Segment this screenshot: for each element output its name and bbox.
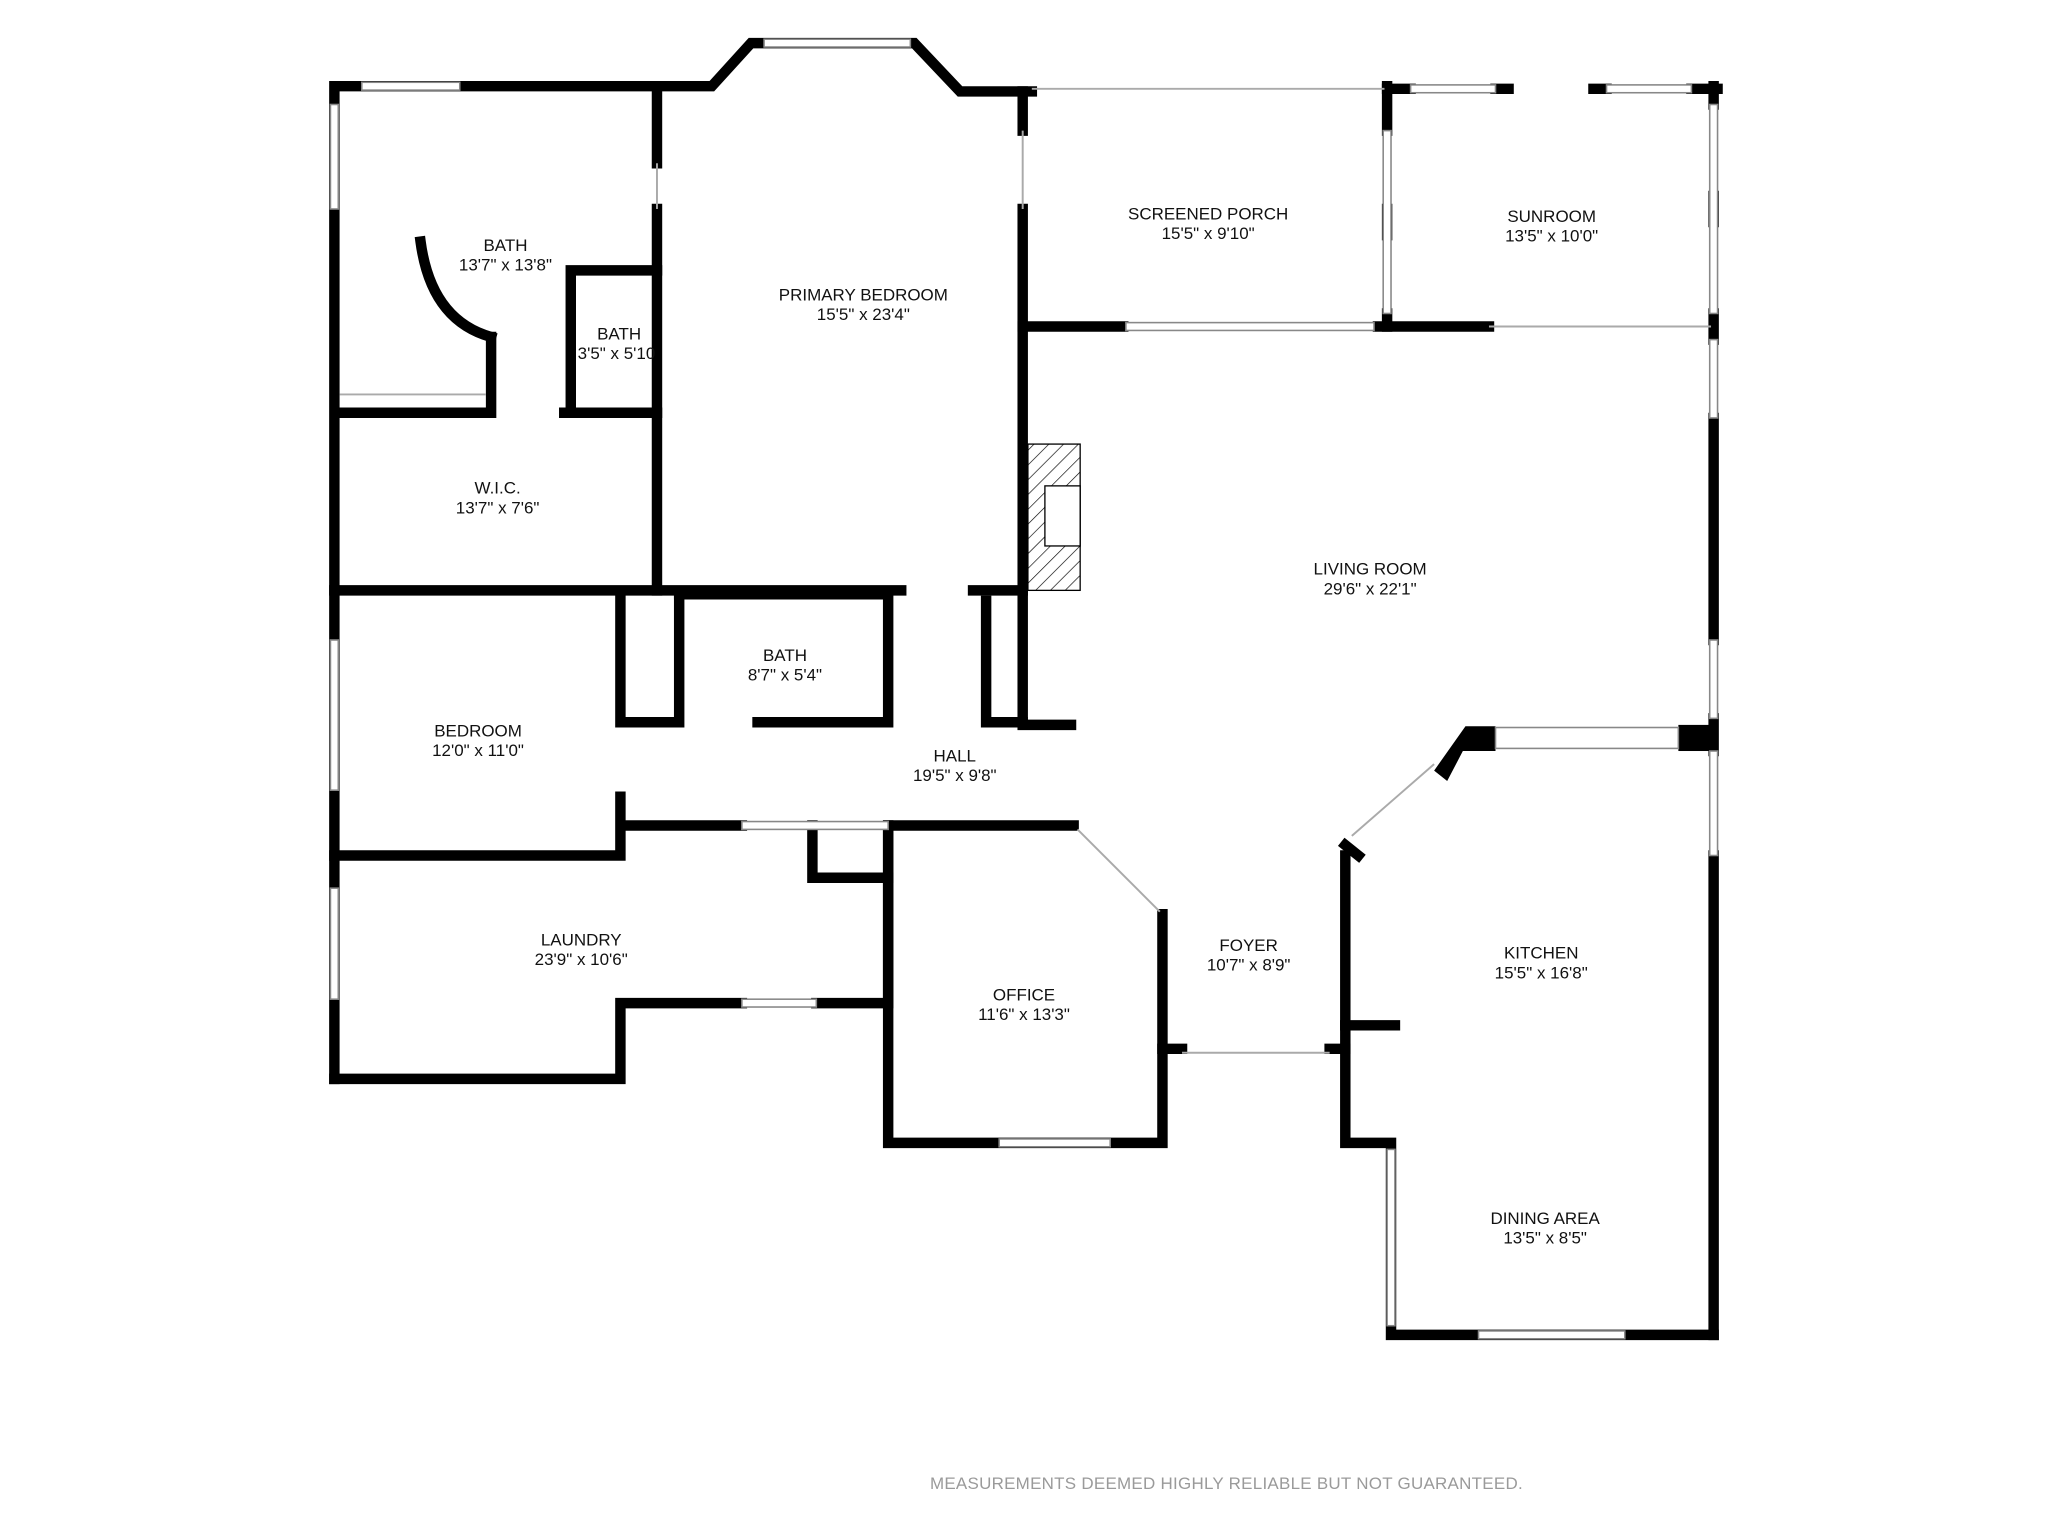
room-name: PRIMARY BEDROOM: [779, 285, 948, 304]
room-name: LIVING ROOM: [1314, 560, 1427, 579]
room-name: BATH: [763, 646, 807, 665]
room-size: 29'6" x 22'1": [1324, 579, 1417, 598]
room-name: SCREENED PORCH: [1128, 204, 1288, 223]
svg-text:W.I.C.13'7" x 7'6": W.I.C.13'7" x 7'6": [456, 479, 540, 518]
room-name: BATH: [597, 325, 641, 344]
windows: [329, 38, 1719, 1340]
room-size: 13'5" x 8'5": [1503, 1228, 1587, 1247]
room-name: FOYER: [1219, 936, 1277, 955]
room-size: 3'5" x 5'10: [578, 344, 656, 363]
room-size: 13'7" x 7'6": [456, 498, 540, 517]
room-size: 13'5" x 10'0": [1505, 227, 1598, 246]
disclaimer: MEASUREMENTS DEEMED HIGHLY RELIABLE BUT …: [930, 1474, 1523, 1493]
room-name: LAUNDRY: [541, 931, 622, 950]
fireplace: [1027, 443, 1081, 592]
room-size: 13'7" x 13'8": [459, 255, 552, 274]
room-size: 11'6" x 13'3": [978, 1005, 1070, 1024]
room-size: 23'9" x 10'6": [535, 950, 628, 969]
openings: [339, 87, 1712, 1054]
room-name: HALL: [934, 746, 976, 765]
room-size: 15'5" x 16'8": [1495, 963, 1588, 982]
room-size: 15'5" x 23'4": [817, 305, 910, 324]
room-name: W.I.C.: [475, 479, 521, 498]
room-size: 19'5" x 9'8": [913, 766, 997, 785]
room-size: 8'7" x 5'4": [748, 665, 822, 684]
room-name: BATH: [483, 236, 527, 255]
room-size: 10'7" x 8'9": [1207, 955, 1291, 974]
room-size: 15'5" x 9'10": [1162, 224, 1255, 243]
room-name: OFFICE: [993, 985, 1055, 1004]
room-name: KITCHEN: [1504, 944, 1578, 963]
room-name: BEDROOM: [434, 722, 522, 741]
room-size: 12'0" x 11'0": [432, 741, 524, 760]
room-name: DINING AREA: [1490, 1209, 1600, 1228]
room-name: SUNROOM: [1507, 207, 1596, 226]
